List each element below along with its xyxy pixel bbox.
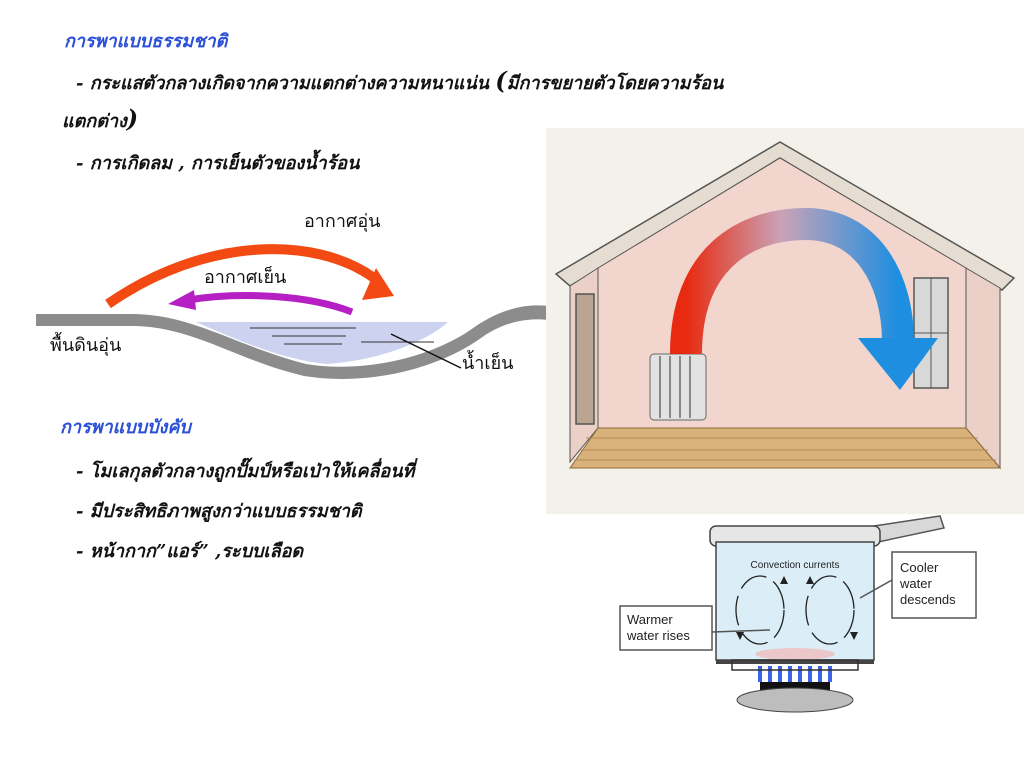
pot-convection-diagram: Convection currents (619, 515, 977, 713)
forced-convection-heading: การพาแบบบังคับ (60, 417, 191, 438)
cooler-water-label: Cooler water descends (900, 560, 956, 607)
pot-handle (873, 515, 945, 543)
cool-water-label: น้ำเย็น (462, 353, 514, 374)
pot-bottom (716, 660, 874, 664)
natural-bullet-2: - การเกิดลม , การเย็นตัวของน้ำร้อน (76, 153, 360, 174)
natural-bullet-1-tail: มีการขยายตัวโดยความร้อน (506, 73, 724, 94)
cool-air-arrow (187, 292, 354, 316)
current-arrowhead (850, 632, 858, 640)
door (575, 293, 595, 425)
convection-currents-label: Convection currents (751, 560, 840, 571)
natural-bullet-1-text: - กระแสตัวกลางเกิดจากความแตกต่างความหนาแ… (76, 73, 489, 94)
pot-body (715, 541, 875, 661)
burner-flame (758, 666, 832, 682)
convection-arrowhead (858, 338, 938, 390)
warmer-water-callout (619, 605, 713, 651)
heated-zone (755, 648, 835, 660)
cooler-water-callout (891, 551, 977, 619)
right-current-loop (805, 575, 855, 645)
left-current-loop (735, 575, 785, 645)
warmer-water-label: Warmer water rises (627, 612, 690, 643)
cool-air-arrowhead (168, 290, 196, 310)
sea-breeze-diagram (36, 244, 548, 379)
natural-bullet-1-cont-text: แตกต่าง (62, 111, 127, 132)
warm-air-arrowhead (362, 268, 394, 300)
warmer-water-pointer (711, 629, 771, 633)
warm-air-arrow (105, 244, 377, 309)
radiator (649, 353, 707, 421)
water-body (196, 322, 448, 364)
cool-air-label: อากาศเย็น (204, 267, 287, 288)
current-arrowhead (780, 576, 788, 584)
warm-air-label: อากาศอุ่น (304, 211, 381, 232)
floor (569, 427, 1002, 469)
forced-bullet-2: - มีประสิทธิภาพสูงกว่าแบบธรรมชาติ (76, 501, 362, 522)
house-convection-illustration (546, 128, 1024, 514)
stove-base (736, 687, 854, 713)
natural-convection-heading: การพาแบบธรรมชาติ (64, 31, 228, 52)
close-paren: ) (126, 104, 139, 133)
natural-bullet-1: - กระแสตัวกลางเกิดจากความแตกต่างความหนาแ… (76, 66, 723, 97)
current-arrowhead (736, 632, 744, 640)
stove-grate (731, 659, 859, 671)
current-arrowhead (806, 576, 814, 584)
water-label-pointer (390, 333, 462, 369)
cooler-water-pointer (859, 579, 893, 599)
ground-surface (36, 305, 548, 379)
warm-ground-label: พื้นดินอุ่น (50, 335, 122, 356)
natural-bullet-1-cont: แตกต่าง) (62, 104, 138, 135)
forced-bullet-3: - หน้ากาก”แอร์” ,ระบบเลือด (76, 541, 304, 562)
open-paren: ( (495, 66, 507, 95)
forced-bullet-1: - โมเลกุลตัวกลางถูกปั๊มป์หรือเป่าให้เคลื… (76, 461, 415, 482)
warm-to-cool-convection-arrow (670, 207, 914, 355)
